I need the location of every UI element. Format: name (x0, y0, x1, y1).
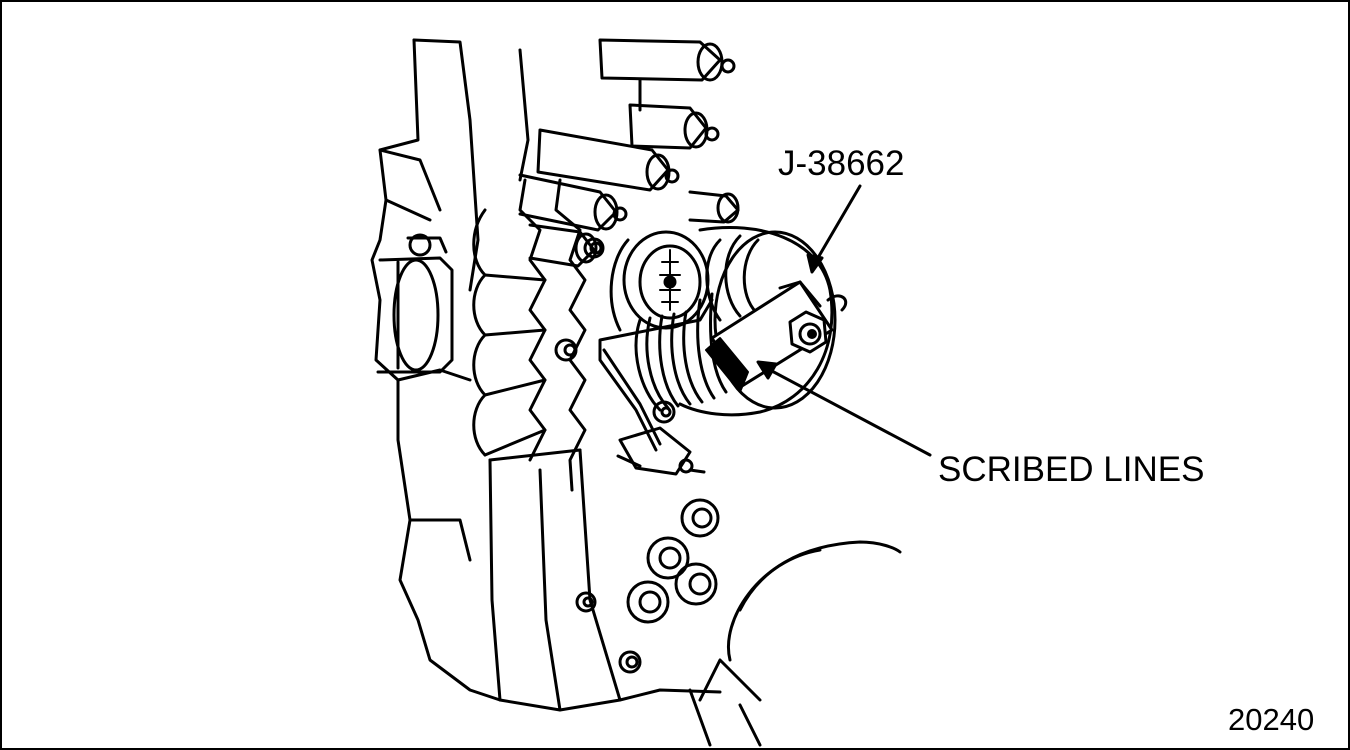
scribed-lines-label: SCRIBED LINES (938, 450, 1205, 489)
intake-pipe (376, 233, 454, 374)
gauge-tool (598, 226, 848, 476)
lower-plugs (626, 498, 720, 624)
leader-lines (756, 184, 932, 457)
cylinder-bosses (472, 178, 587, 492)
block-bolts (554, 237, 642, 674)
flywheel-housing (688, 540, 902, 747)
cover-studs (518, 38, 740, 268)
tool-number-label: J-38662 (778, 144, 905, 183)
figure-number: 20240 (1228, 702, 1315, 737)
